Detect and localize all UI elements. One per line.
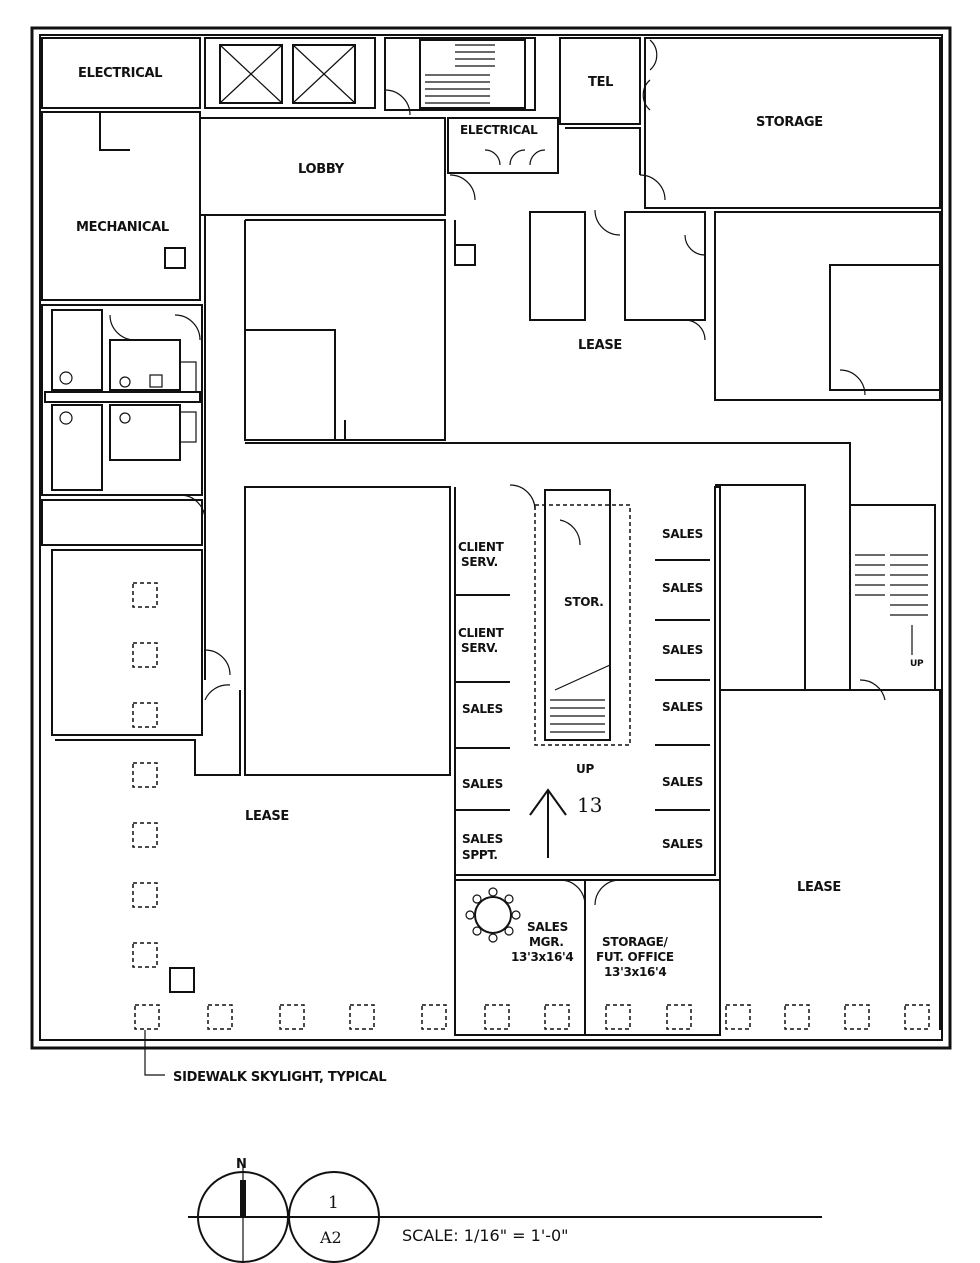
north-arrow-icon — [240, 1180, 246, 1216]
entry-number: 13 — [577, 793, 602, 817]
sheet-number: A2 — [319, 1228, 342, 1247]
label-sales-sppt-b: SPPT. — [462, 848, 498, 862]
label-sales-west-2: SALES — [462, 777, 503, 791]
label-lease-southeast: LEASE — [797, 880, 841, 895]
label-stair-up-center: UP — [576, 762, 594, 776]
north-label: N — [236, 1157, 247, 1172]
label-sales-sppt-a: SALES — [462, 832, 503, 846]
entry-arrow — [529, 788, 567, 858]
sales-core-walls — [454, 486, 721, 1036]
label-storage: STORAGE — [756, 115, 823, 130]
elevator-shafts — [219, 44, 356, 104]
room-labels: ELECTRICAL TEL STORAGE ELECTRICAL LOBBY … — [76, 66, 924, 1085]
label-electrical-1: ELECTRICAL — [78, 66, 162, 81]
label-client-serv-2a: CLIENT — [458, 626, 505, 640]
conference-table — [465, 887, 521, 943]
label-sales-east-3: SALES — [662, 643, 703, 657]
skylight-leader-line — [144, 1030, 165, 1076]
north-core-walls — [41, 37, 941, 301]
label-sales-east-4: SALES — [662, 700, 703, 714]
label-storage-fut-c: 13'3x16'4 — [604, 965, 667, 979]
north-stair — [419, 39, 526, 109]
sidewalk-skylights — [132, 247, 930, 1030]
label-electrical-2: ELECTRICAL — [460, 123, 538, 137]
label-sales-east-5: SALES — [662, 775, 703, 789]
label-storage-fut-a: STORAGE/ — [602, 935, 669, 949]
label-lease-southwest: LEASE — [245, 809, 289, 824]
southwest-lease-walls — [51, 549, 941, 1035]
label-tel: TEL — [588, 75, 613, 90]
label-client-serv-1b: SERV. — [461, 555, 498, 569]
label-sales-mgr-c: 13'3x16'4 — [511, 950, 574, 964]
title-block: N 1 A2 SCALE: 1/16" = 1'-0" — [188, 1157, 822, 1263]
label-lease-north: LEASE — [578, 338, 622, 353]
label-storage-fut-b: FUT. OFFICE — [596, 950, 674, 964]
west-restrooms — [41, 304, 203, 546]
label-mechanical: MECHANICAL — [76, 220, 169, 235]
label-stor: STOR. — [564, 595, 604, 609]
label-sales-west-1: SALES — [462, 702, 503, 716]
label-sales-east-1: SALES — [662, 527, 703, 541]
label-sales-mgr-b: MGR. — [529, 935, 564, 949]
scale-note: SCALE: 1/16" = 1'-0" — [402, 1226, 569, 1245]
label-sales-east-6: SALES — [662, 837, 703, 851]
exterior-walls — [30, 26, 952, 1050]
drawing-number: 1 — [328, 1193, 339, 1213]
label-sales-mgr-a: SALES — [527, 920, 568, 934]
label-sales-east-2: SALES — [662, 581, 703, 595]
label-stair-up-east: UP — [910, 659, 924, 669]
label-client-serv-2b: SERV. — [461, 641, 498, 655]
label-lobby: LOBBY — [298, 162, 345, 177]
skylight-note: SIDEWALK SKYLIGHT, TYPICAL — [173, 1070, 386, 1085]
label-client-serv-1a: CLIENT — [458, 540, 505, 554]
